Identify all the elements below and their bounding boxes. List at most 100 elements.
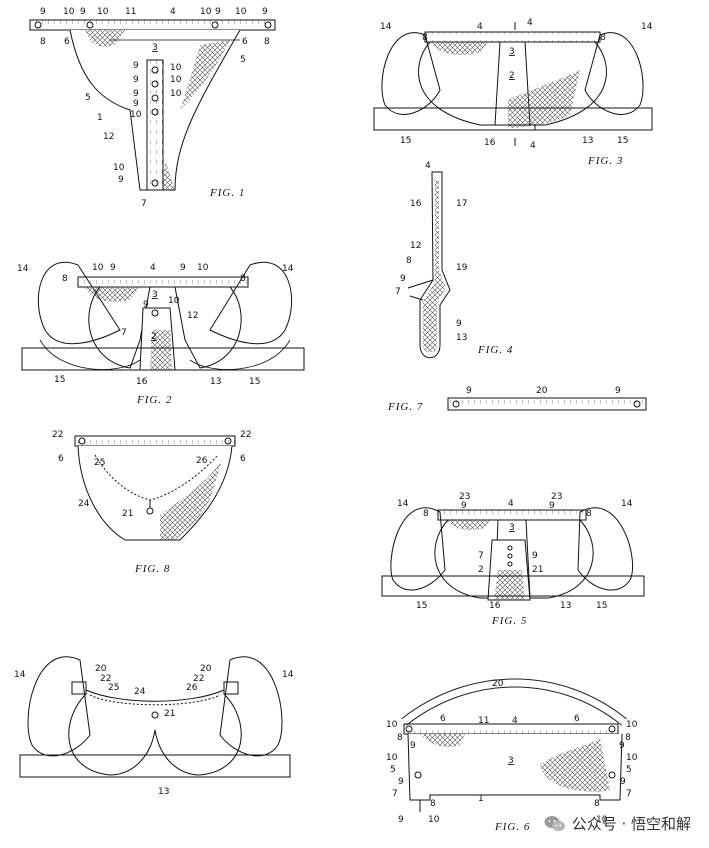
ref-label: 9 [110, 263, 116, 273]
ref-label: 10 [63, 7, 75, 17]
ref-label: 6 [240, 454, 246, 464]
ref-label: 8 [264, 37, 270, 47]
ref-label: 15 [54, 375, 65, 385]
ref-label: 15 [617, 136, 628, 146]
ref-label: 9 [461, 501, 467, 511]
figure-5 [381, 507, 645, 601]
ref-label: 6 [64, 37, 70, 47]
ref-label: 14 [397, 499, 409, 509]
ref-label: 8 [240, 274, 246, 284]
ref-label: 8 [422, 33, 428, 43]
ref-label: 26 [186, 683, 198, 693]
ref-label: 12 [103, 132, 114, 142]
figure-9 [19, 656, 291, 778]
ref-label: 16 [136, 377, 148, 387]
figure-caption: FIG. 8 [134, 563, 170, 575]
ref-label: 9 [398, 777, 404, 787]
figure-1-labels: 9 10 9 10 11 4 10 9 10 9 8 6 6 8 3 5 5 1… [40, 7, 270, 209]
ref-label: 10 [200, 7, 212, 17]
ref-label: 9 [262, 7, 268, 17]
ref-label: 15 [249, 377, 260, 387]
ref-label: 9 [456, 319, 462, 329]
ref-label: 9 [133, 99, 139, 109]
ref-label: 3 [508, 756, 514, 766]
ref-label: 14 [282, 670, 294, 680]
figure-7 [447, 397, 647, 411]
ref-label: 4 [425, 161, 431, 171]
ref-label: 8 [397, 733, 403, 743]
ref-label: 4 [170, 7, 176, 17]
ref-label: 9 [549, 501, 555, 511]
ref-label: 13 [582, 136, 593, 146]
ref-label: 15 [416, 601, 427, 611]
ref-label: 8 [430, 799, 436, 809]
ref-label: 14 [14, 670, 26, 680]
ref-label: 24 [78, 499, 90, 509]
ref-label: 4 [477, 22, 483, 32]
ref-label: 9 [410, 741, 416, 751]
ref-label: 19 [456, 263, 468, 273]
ref-label: 3 [152, 290, 158, 300]
ref-label: 9 [215, 7, 221, 17]
figure-caption: FIG. 5 [491, 615, 527, 627]
ref-label: 5 [390, 765, 396, 775]
ref-label: 3 [152, 43, 158, 53]
figure-8 [74, 435, 236, 541]
figure-caption: FIG. 1 [209, 187, 245, 199]
ref-label: 6 [58, 454, 64, 464]
ref-label: 3 [509, 523, 515, 533]
ref-label: 7 [626, 789, 632, 799]
ref-label: 1 [97, 113, 103, 123]
ref-label: 7 [478, 551, 484, 561]
ref-label: 4 [527, 18, 533, 28]
ref-label: 14 [282, 264, 294, 274]
ref-label: 4 [530, 141, 536, 151]
ref-label: 4 [508, 499, 514, 509]
figure-2-labels: 14 8 10 9 4 9 10 8 14 3 9 10 7 12 2 15 1… [17, 263, 294, 406]
wechat-icon [544, 815, 565, 831]
figure-5-labels: 14 23 4 23 14 8 9 9 8 3 7 9 2 21 15 16 1… [397, 492, 633, 627]
ref-label: 9 [615, 386, 621, 396]
ref-label: 26 [196, 456, 208, 466]
ref-label: 25 [94, 458, 105, 468]
figure-7-labels: 9 20 9 FIG. 7 [387, 386, 621, 413]
ref-label: 12 [187, 311, 198, 321]
ref-label: 7 [141, 199, 147, 209]
ref-label: 10 [113, 163, 125, 173]
ref-label: 8 [62, 274, 68, 284]
ref-label: 8 [406, 256, 412, 266]
ref-label: 1 [478, 794, 484, 804]
ref-label: 22 [240, 430, 251, 440]
ref-label: 9 [118, 175, 124, 185]
figure-caption: FIG. 6 [494, 821, 530, 833]
ref-label: 9 [80, 7, 86, 17]
figure-caption: FIG. 2 [136, 394, 172, 406]
ref-label: 9 [532, 551, 538, 561]
ref-label: 20 [536, 386, 548, 396]
ref-label: 10 [92, 263, 104, 273]
ref-label: 5 [240, 55, 246, 65]
ref-label: 22 [52, 430, 63, 440]
ref-label: 3 [509, 47, 515, 57]
ref-label: 10 [197, 263, 209, 273]
ref-label: 10 [168, 296, 180, 306]
figure-caption: FIG. 3 [587, 155, 623, 167]
figure-6-labels: 20 10 6 11 4 6 10 8 9 9 8 3 10 5 9 7 10 … [386, 679, 638, 833]
figure-6 [401, 678, 627, 812]
ref-label: 4 [150, 263, 156, 273]
ref-label: 11 [478, 716, 489, 726]
ref-label: 10 [170, 63, 182, 73]
ref-label: 6 [574, 714, 580, 724]
ref-label: 9 [619, 741, 625, 751]
ref-label: 8 [40, 37, 46, 47]
figure-4 [407, 171, 451, 359]
figure-caption: FIG. 4 [477, 344, 513, 356]
ref-label: 4 [512, 716, 518, 726]
ref-label: 8 [600, 33, 606, 43]
ref-label: 5 [85, 93, 91, 103]
ref-label: 22 [100, 674, 111, 684]
ref-label: 2 [151, 332, 157, 342]
figure-9-labels: 14 20 22 25 24 20 22 26 14 21 13 [14, 664, 294, 797]
ref-label: 22 [193, 674, 204, 684]
